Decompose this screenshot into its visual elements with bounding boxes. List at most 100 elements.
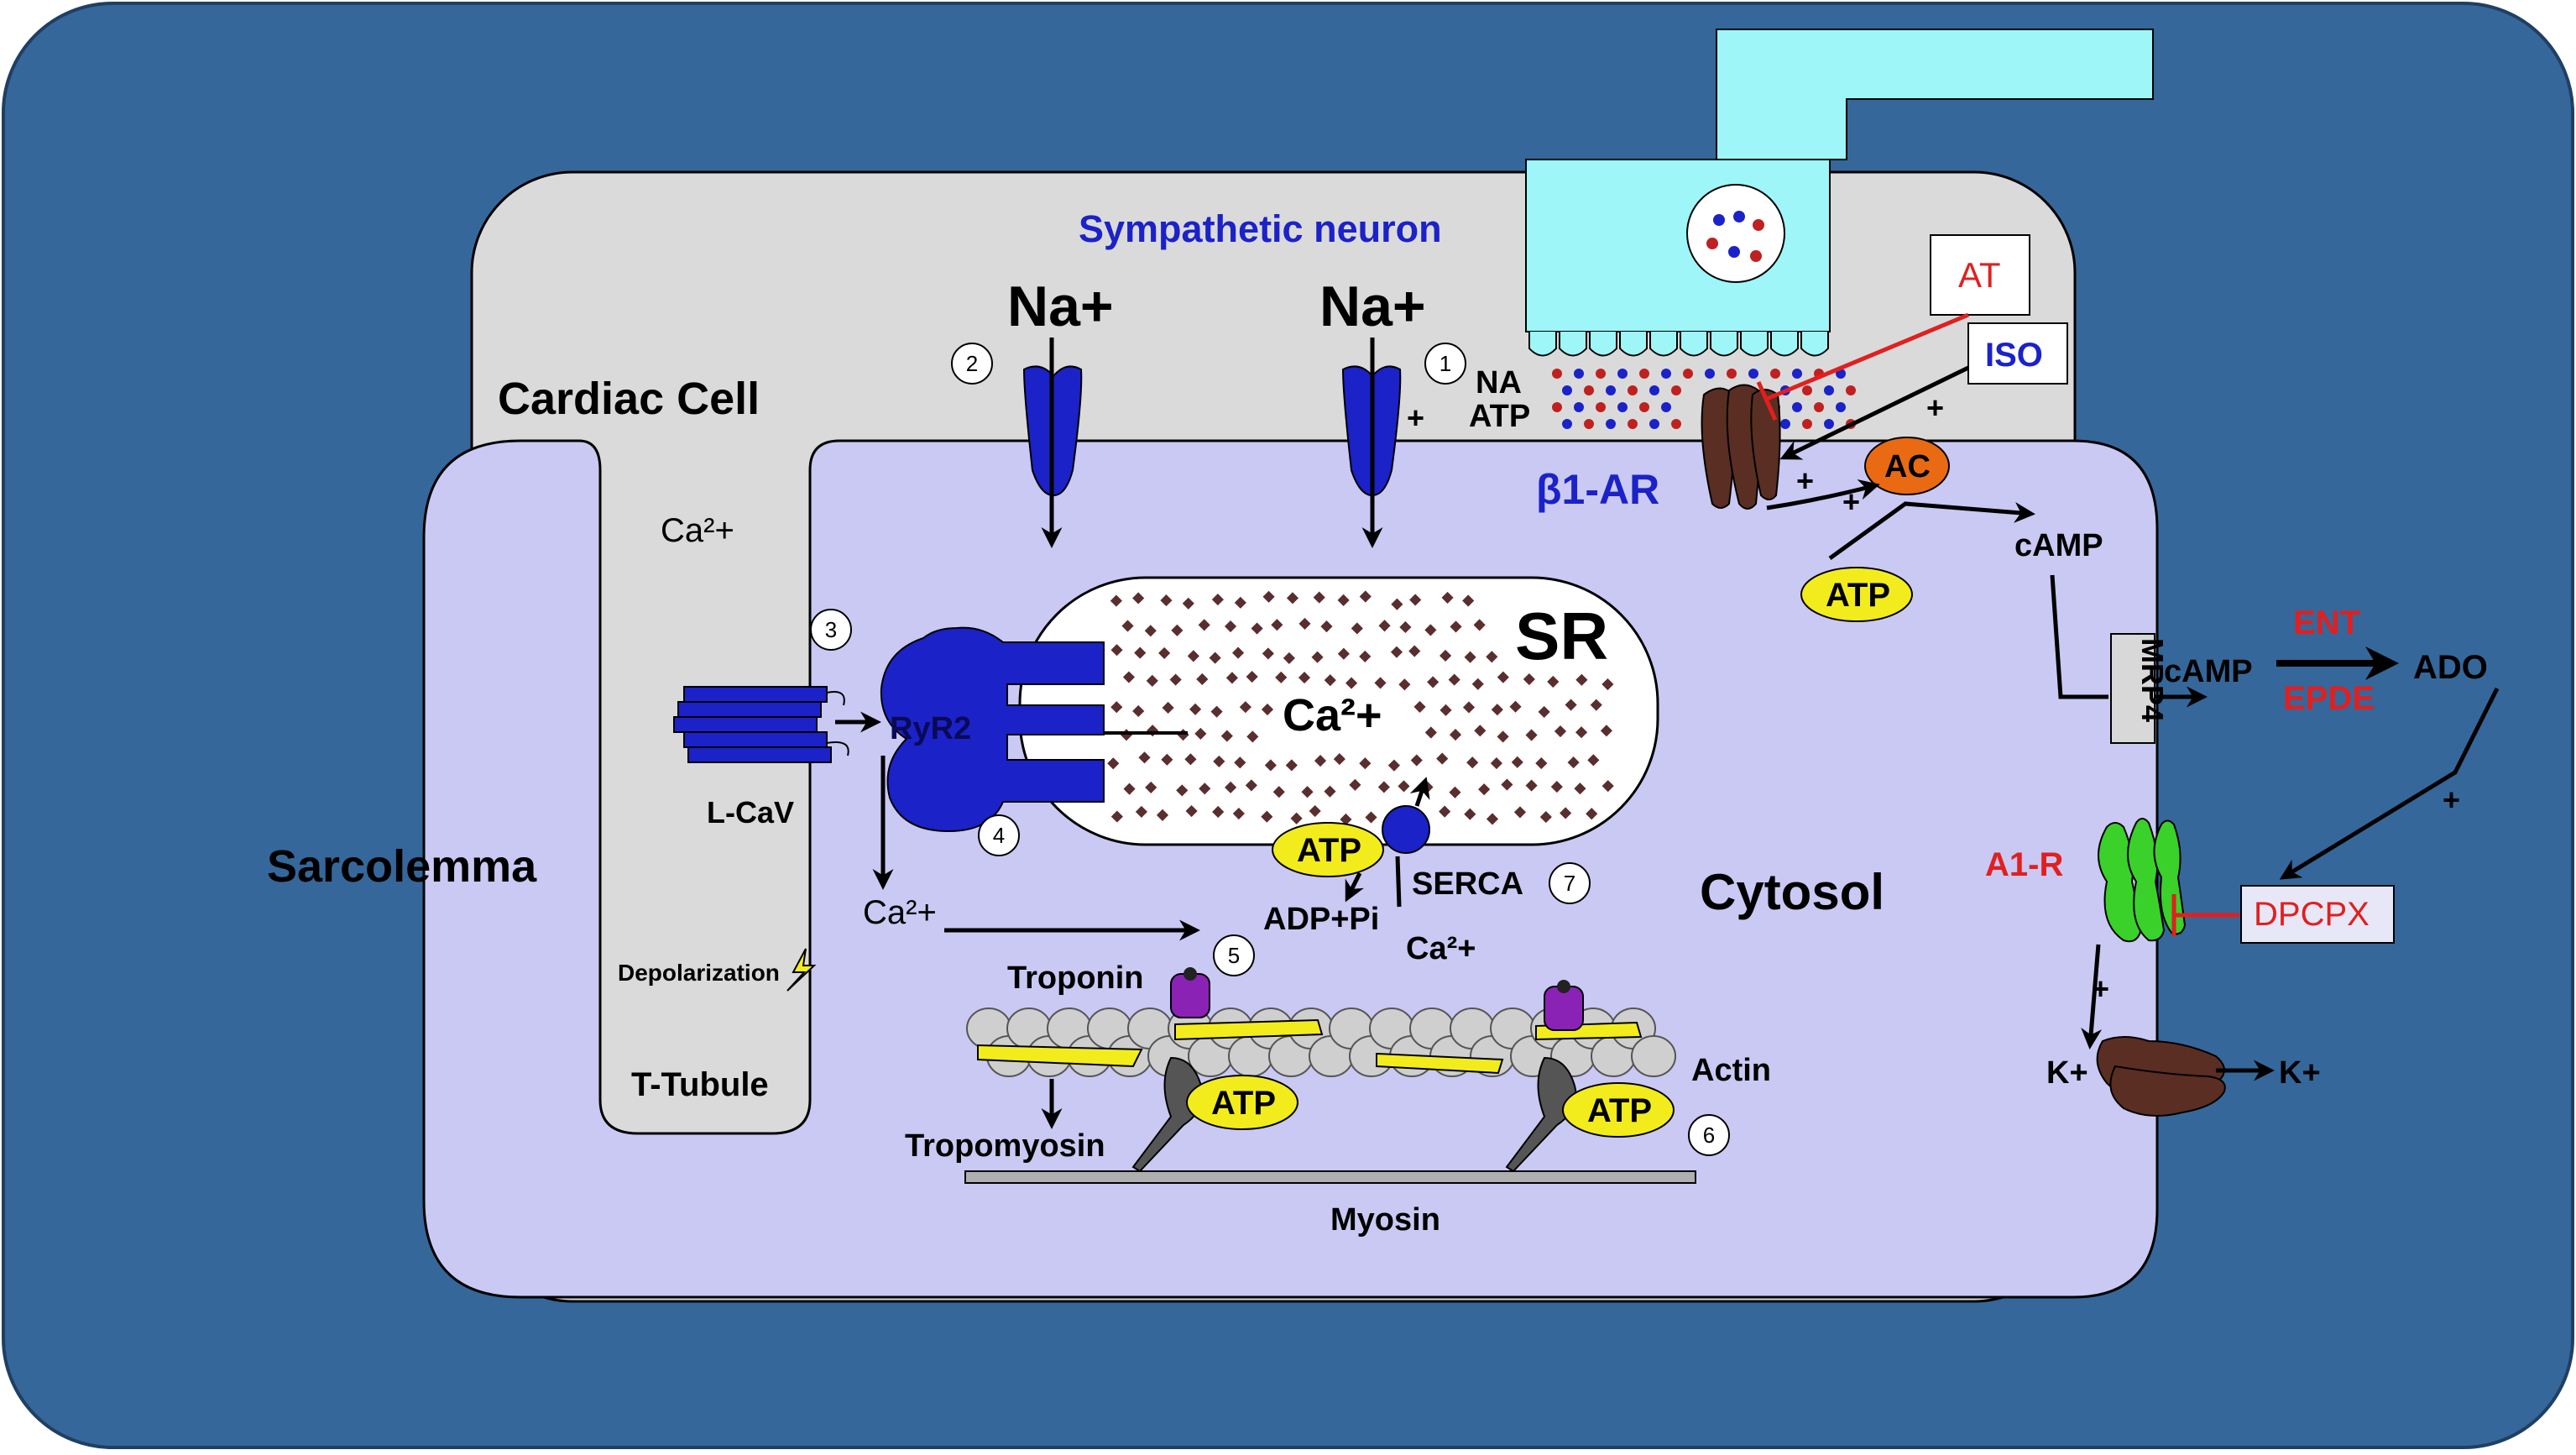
inhibitor-lines: [1756, 312, 2239, 936]
label-t-tubule: T-Tubule: [631, 1066, 769, 1103]
calcium-store-dot: [1486, 813, 1499, 825]
calcium-store-dot: [1590, 699, 1602, 711]
calcium-store-dot: [1513, 806, 1527, 819]
calcium-store-dot: [1486, 651, 1498, 663]
calcium-store-dot: [1110, 701, 1123, 714]
at-box: [1930, 234, 2030, 316]
calcium-store-dot: [1320, 620, 1333, 633]
release-site: [1680, 332, 1708, 357]
calcium-store-dot: [1198, 619, 1210, 631]
release-site: [1559, 332, 1587, 357]
calcium-store-dot: [1301, 786, 1314, 798]
calcium-store-dot: [1211, 594, 1224, 606]
at-inhibit-line: [1766, 312, 1969, 401]
calcium-store-dot: [1313, 591, 1325, 604]
calcium-store-dot: [1349, 778, 1361, 791]
calcium-store-dot: [1246, 730, 1259, 743]
step-number: 2: [966, 351, 978, 376]
release-site: [1589, 332, 1617, 357]
calcium-store-dot: [1185, 804, 1198, 818]
myosin-filament: [964, 1170, 1696, 1184]
dpcpx-box: [2240, 885, 2395, 944]
released-dot: [1552, 402, 1562, 412]
label-atp-serca: ATP: [1297, 832, 1361, 869]
actin-bead: [1631, 1035, 1676, 1077]
calcium-store-dot: [1554, 725, 1567, 738]
calcium-store-dot: [1314, 755, 1327, 767]
calcium-store-dot: [1491, 704, 1503, 716]
released-dot: [1617, 369, 1628, 379]
label-ca-release: Ca²+: [863, 894, 937, 931]
release-site: [1740, 332, 1769, 357]
calcium-store-dot: [1107, 757, 1120, 770]
ryr2-channel: [880, 626, 1105, 833]
calcium-store-dot: [1390, 646, 1403, 658]
iso-to-beta1-arrow: [1779, 365, 1970, 460]
calcium-store-dot: [1160, 594, 1173, 607]
label-sarcolemma: Sarcolemma: [267, 841, 537, 892]
calcium-store-dot: [1471, 678, 1484, 690]
label-a1r: A1-R: [1985, 846, 2063, 883]
troponin-complex-1: [1170, 967, 1210, 1018]
step-circle: [978, 814, 1020, 856]
calcium-store-dot: [1271, 619, 1283, 631]
calcium-store-dot: [1311, 651, 1324, 663]
ac-to-camp-arrow: [1828, 501, 2035, 561]
calcium-store-dot: [1587, 754, 1600, 767]
calcium-store-dot: [1391, 598, 1403, 610]
calcium-store-dot: [1182, 597, 1194, 610]
calcium-store-dot: [1449, 786, 1461, 798]
released-dot: [1584, 419, 1594, 429]
released-dot: [1562, 385, 1572, 395]
calcium-store-dot: [1110, 810, 1123, 823]
label-cytosol: Cytosol: [1700, 864, 1884, 920]
step-circle: [1549, 862, 1591, 904]
calcium-store-dot: [1225, 781, 1237, 793]
released-dot: [1824, 385, 1834, 395]
step-number: 7: [1564, 871, 1575, 896]
calcium-store-dot: [1138, 751, 1151, 764]
calcium-store-dot: [1176, 784, 1189, 797]
calcium-store-dot: [1333, 753, 1345, 766]
label-camp-in: cAMP: [2014, 528, 2103, 563]
calcium-store-dot: [1497, 671, 1509, 683]
calcium-store-dot: [1261, 810, 1273, 823]
at-inhibit-bar: [1756, 380, 1778, 421]
calcium-store-dot: [1602, 780, 1614, 793]
calcium-store-dot: [1560, 807, 1572, 819]
calcium-store-dot: [1132, 592, 1145, 605]
calcium-store-dot: [1439, 805, 1451, 818]
calcium-store-dot: [1359, 590, 1372, 603]
calcium-store-dot: [1225, 672, 1238, 684]
calcium-store-dot: [1324, 785, 1336, 798]
calcium-store-dot: [1210, 705, 1223, 718]
label-sympathetic-neuron: Sympathetic neuron: [1079, 207, 1442, 250]
released-dot: [1574, 369, 1584, 379]
step-circle: [1213, 934, 1255, 976]
released-dot: [1649, 385, 1659, 395]
step-circle: [1424, 343, 1466, 385]
calcium-store-dot: [1145, 781, 1157, 793]
calcium-store-dot: [1209, 652, 1221, 664]
plus-beta1: +: [1796, 463, 1814, 498]
calcium-store-dot: [1169, 673, 1182, 686]
arrows: [835, 338, 2500, 1129]
plus-na-channel: +: [1407, 400, 1424, 435]
calcium-store-dot: [1110, 594, 1122, 607]
calcium-store-dot: [1547, 675, 1560, 688]
calcium-store-dot: [1567, 756, 1580, 769]
calcium-store-dot: [1189, 703, 1202, 715]
vesicle-dot: [1750, 250, 1762, 262]
calcium-store-dot: [1490, 757, 1502, 770]
neuron-release-sites: [1528, 332, 1829, 357]
depolarization-bolt-icon: [786, 948, 817, 992]
calcium-store-dot: [1511, 756, 1523, 768]
calcium-store-dot: [1377, 781, 1390, 793]
calcium-store-dot: [1290, 812, 1303, 824]
calcium-store-dot: [1424, 726, 1437, 739]
label-at: AT: [1958, 255, 2001, 295]
iso-box: [1967, 322, 2068, 385]
calcium-store-dot: [1600, 725, 1612, 737]
calcium-store-dot: [1474, 725, 1487, 737]
released-dot: [1596, 402, 1606, 412]
